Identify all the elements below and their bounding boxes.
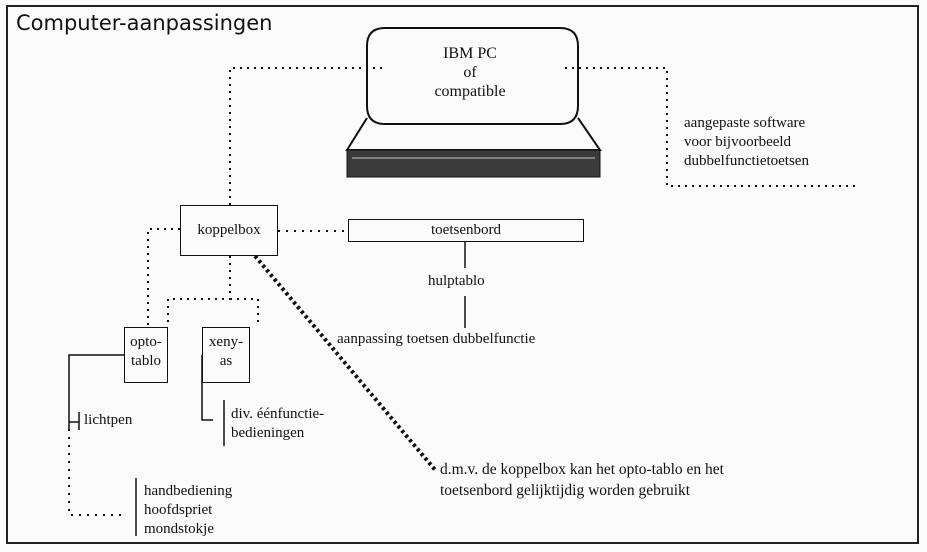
link-koppelbox-computer [229, 67, 385, 205]
toetsenbord-node: toetsenbord [348, 219, 584, 242]
koppelbox-node: koppelbox [180, 205, 278, 256]
link-koppelbox-xenyas [167, 256, 231, 327]
hand-line2: hoofdspriet [144, 502, 213, 518]
software-note-line3: dubbelfunctietoetsen [684, 153, 809, 169]
koppelbox-note-line1: d.m.v. de koppelbox kan het opto-tablo e… [440, 461, 724, 478]
hand-bediening-label: handbediening hoofdspriet mondstokje [144, 482, 232, 539]
link-opto-hand [68, 429, 125, 516]
software-note: aangepaste software voor bijvoorbeeld du… [684, 114, 809, 171]
lichtpen-label: lichtpen [84, 412, 133, 428]
xeny-as-node: xeny- as [202, 327, 250, 383]
diagram-frame [6, 5, 919, 544]
opto-tablo-line1: opto- [130, 334, 162, 350]
link-koppelbox-opto [147, 228, 180, 327]
hulptablo-label: hulptablo [428, 273, 485, 289]
software-note-line2: voor bijvoorbeeld [684, 134, 792, 150]
computer-label-line3: compatible [434, 83, 506, 100]
div-bedieningen-line1: div. éénfunctie- [231, 406, 325, 422]
monitor-base [345, 117, 602, 151]
koppelbox-note: d.m.v. de koppelbox kan het opto-tablo e… [440, 459, 724, 501]
aanpassing-label: aanpassing toetsen dubbelfunctie [337, 331, 536, 347]
opto-tablo-line2: tablo [131, 353, 161, 369]
opto-tablo-node: opto- tablo [124, 327, 168, 383]
xeny-as-line1: xeny- [208, 334, 244, 350]
div-bedieningen-line2: bedieningen [231, 425, 305, 441]
link-computer-software [565, 67, 858, 187]
link-koppelbox-note [253, 254, 438, 473]
div-bedieningen-label: div. éénfunctie- bedieningen [231, 405, 324, 443]
monitor-shape [366, 27, 579, 125]
hand-line1: handbediening [144, 483, 233, 499]
computer-label-line1: IBM PC [443, 45, 497, 62]
hand-line3: mondstokje [144, 521, 214, 537]
link-xenyas-branch [230, 298, 259, 327]
keyboard-base [346, 149, 601, 178]
koppelbox-note-line2: toetsenbord gelijktijdig worden gebruikt [440, 482, 691, 499]
xeny-as-line2: as [219, 353, 233, 369]
software-note-line1: aangepaste software [684, 115, 806, 131]
link-opto-lichtpen [68, 354, 124, 429]
computer-label: IBM PC of compatible [395, 44, 545, 101]
diagram-title: Computer-aanpassingen [16, 11, 273, 35]
computer-label-line2: of [463, 64, 477, 81]
